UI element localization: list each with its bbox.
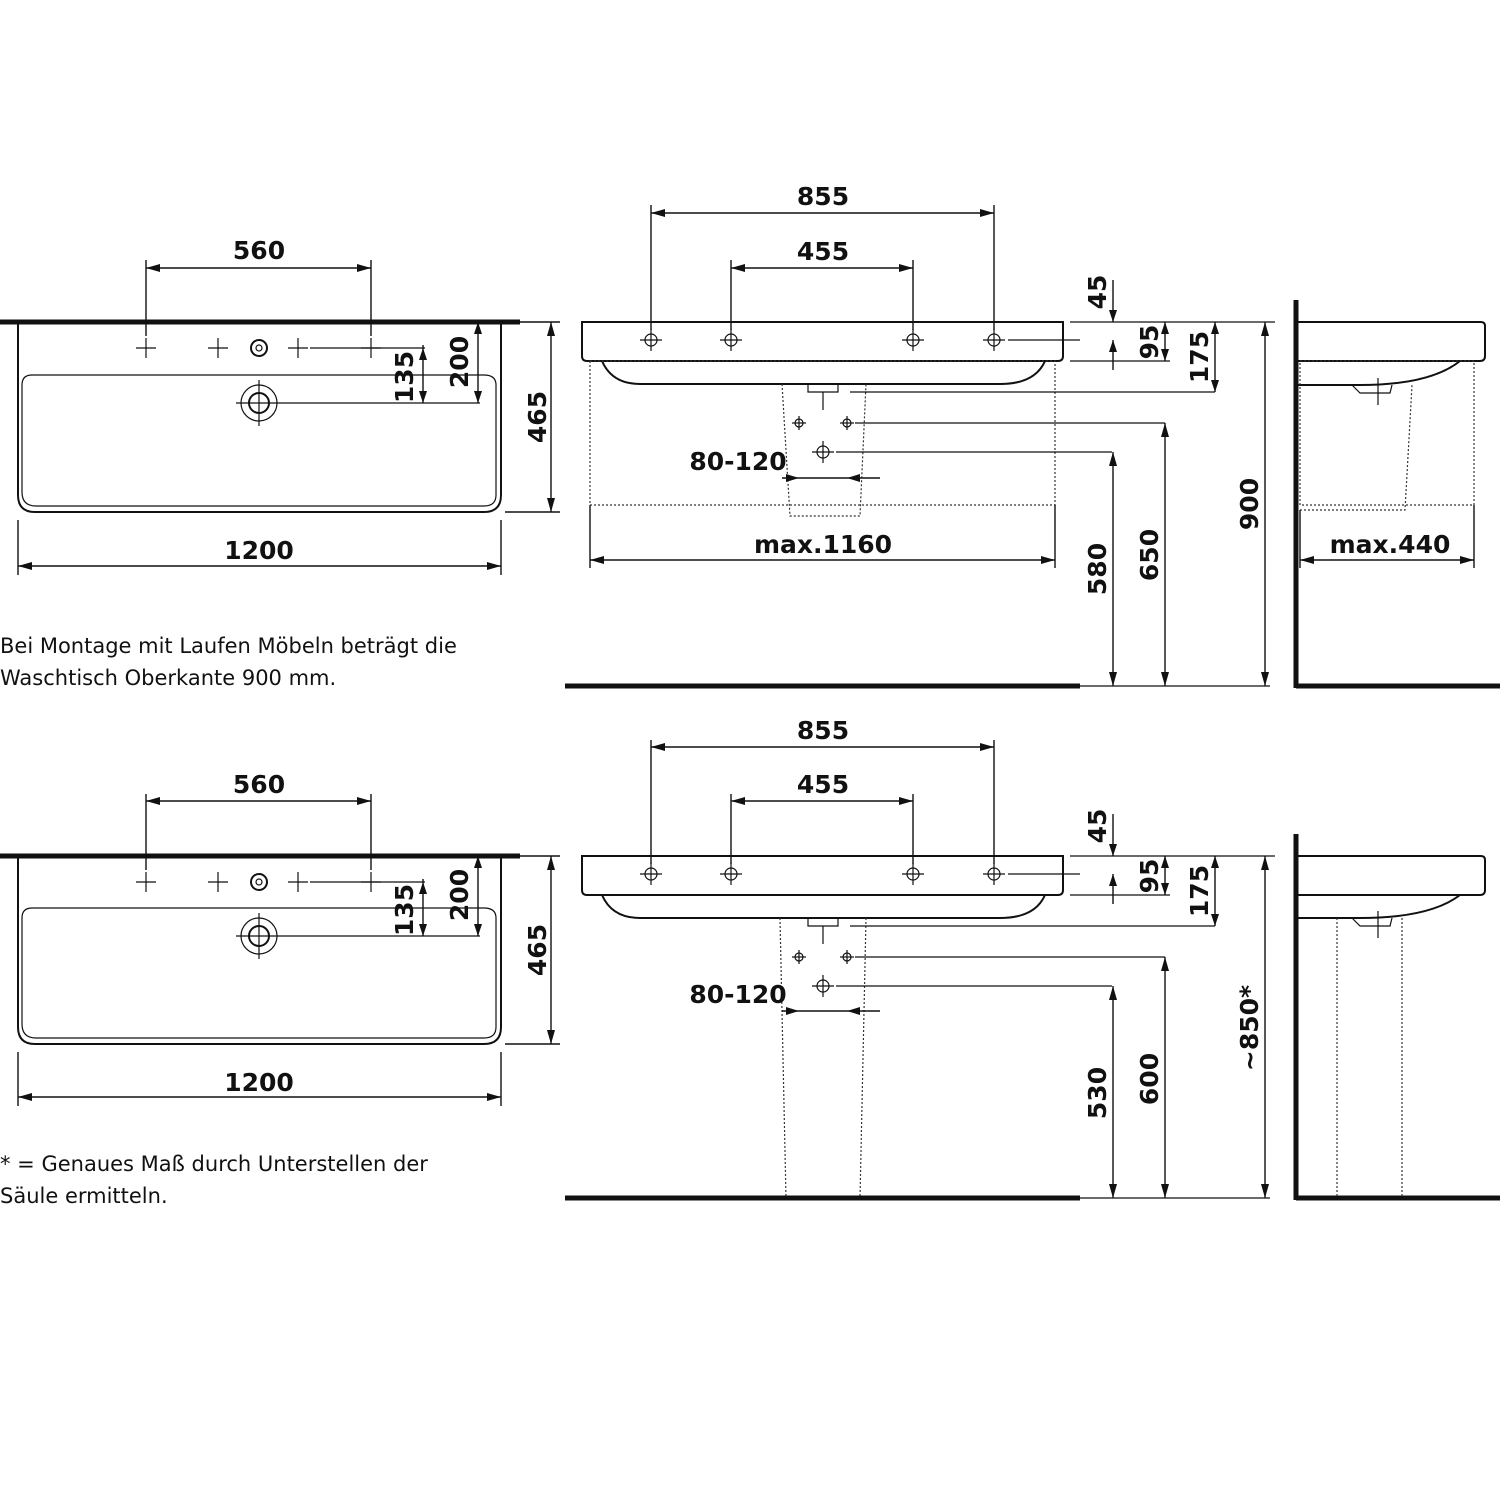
- dim-580: 580: [1083, 543, 1112, 595]
- dim-side-depth: max.440: [1330, 530, 1451, 559]
- dim-530: 530: [1083, 1067, 1112, 1119]
- dim-45-2: 45: [1083, 809, 1112, 844]
- bottom-plan-view: 560 1200 135 200 465: [0, 770, 560, 1106]
- footnote: * = Genaues Maß durch Unterstellen der S…: [0, 1148, 428, 1212]
- dim-45: 45: [1083, 275, 1112, 310]
- dim-600: 600: [1135, 1053, 1164, 1105]
- footnote-line-1: * = Genaues Maß durch Unterstellen der: [0, 1152, 428, 1176]
- top-plan-view: 560 1200 135 200 465: [0, 236, 560, 575]
- dim-depth: 465: [523, 391, 552, 443]
- dim-outer-holes: 855: [797, 182, 849, 211]
- dim-inner-holes-2: 455: [797, 770, 849, 799]
- top-front-view: 855 455 80-120 max.1160 45 95 175 580 65…: [565, 182, 1275, 689]
- bottom-front-view: 855 455 80-120 45 95 175 530 600 ~850*: [565, 716, 1275, 1201]
- mounting-note-line-1: Bei Montage mit Laufen Möbeln beträgt di…: [0, 634, 457, 658]
- mounting-note-line-2: Waschtisch Oberkante 900 mm.: [0, 666, 337, 690]
- bottom-side-view: [1293, 834, 1500, 1201]
- mounting-note: Bei Montage mit Laufen Möbeln beträgt di…: [0, 630, 457, 694]
- dim-900: 900: [1235, 478, 1264, 530]
- dim-175: 175: [1185, 331, 1214, 383]
- dim-tap-spacing: 560: [233, 236, 285, 265]
- dim-outer-holes-2: 855: [797, 716, 849, 745]
- dim-95: 95: [1135, 325, 1164, 360]
- dim-width: 1200: [224, 536, 294, 565]
- dim-tap-spacing-2: 560: [233, 770, 285, 799]
- dim-inner-holes: 455: [797, 237, 849, 266]
- dim-depth-2: 465: [523, 924, 552, 976]
- dim-200: 200: [445, 336, 474, 388]
- dim-650: 650: [1135, 529, 1164, 581]
- dim-cabinet-width: max.1160: [754, 530, 892, 559]
- dim-bracket-2: 80-120: [689, 980, 786, 1009]
- dim-135-2: 135: [390, 884, 419, 936]
- dim-200-2: 200: [445, 869, 474, 921]
- footnote-line-2: Säule ermitteln.: [0, 1184, 168, 1208]
- dim-850: ~850*: [1235, 985, 1264, 1071]
- dim-175-2: 175: [1185, 865, 1214, 917]
- top-side-view: max.440: [1293, 300, 1500, 689]
- dim-135: 135: [390, 351, 419, 403]
- dim-95-2: 95: [1135, 859, 1164, 894]
- dim-width-2: 1200: [224, 1068, 294, 1097]
- dim-bracket: 80-120: [689, 447, 786, 476]
